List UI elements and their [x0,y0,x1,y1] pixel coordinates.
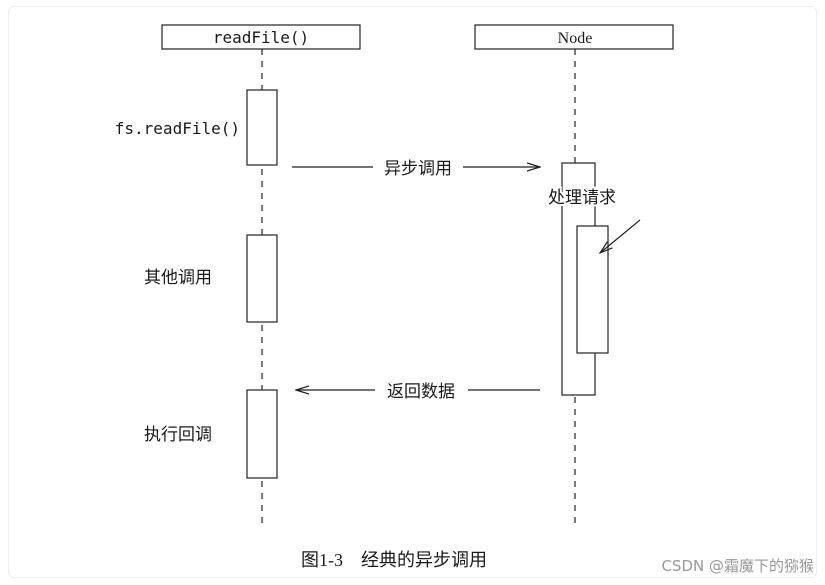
lifeline-readfile-box [161,24,361,50]
lifeline-node-box [474,24,674,50]
activation-label-other-calls: 其他调用 [144,268,212,288]
activation-box-execute-callback [246,389,278,479]
node-process-label: 处理请求 [548,188,616,208]
node-process-arrow [600,219,641,253]
activation-label-fs-readfile: fs.readFile() [115,119,240,138]
lifeline-node: Node [474,24,674,528]
node-activation-inner [576,225,609,354]
message-async-call-label: 异步调用 [384,159,452,179]
figure-caption: 图1-3 经典的异步调用 [301,550,487,570]
message-return-data: 返回数据 [296,382,540,402]
message-return-data-label: 返回数据 [387,382,455,402]
activation-box-fs-readfile [246,89,278,166]
activation-box-other-calls [246,234,278,323]
lifeline-readfile-label: readFile() [213,28,309,47]
figure-frame [8,6,817,578]
lifeline-readfile: readFile() [161,24,361,528]
activation-label-execute-callback: 执行回调 [144,425,212,445]
csdn-watermark: CSDN @霜魔下的猕猴 [661,557,814,575]
lifeline-node-label: Node [558,30,593,47]
message-async-call: 异步调用 [292,159,540,179]
